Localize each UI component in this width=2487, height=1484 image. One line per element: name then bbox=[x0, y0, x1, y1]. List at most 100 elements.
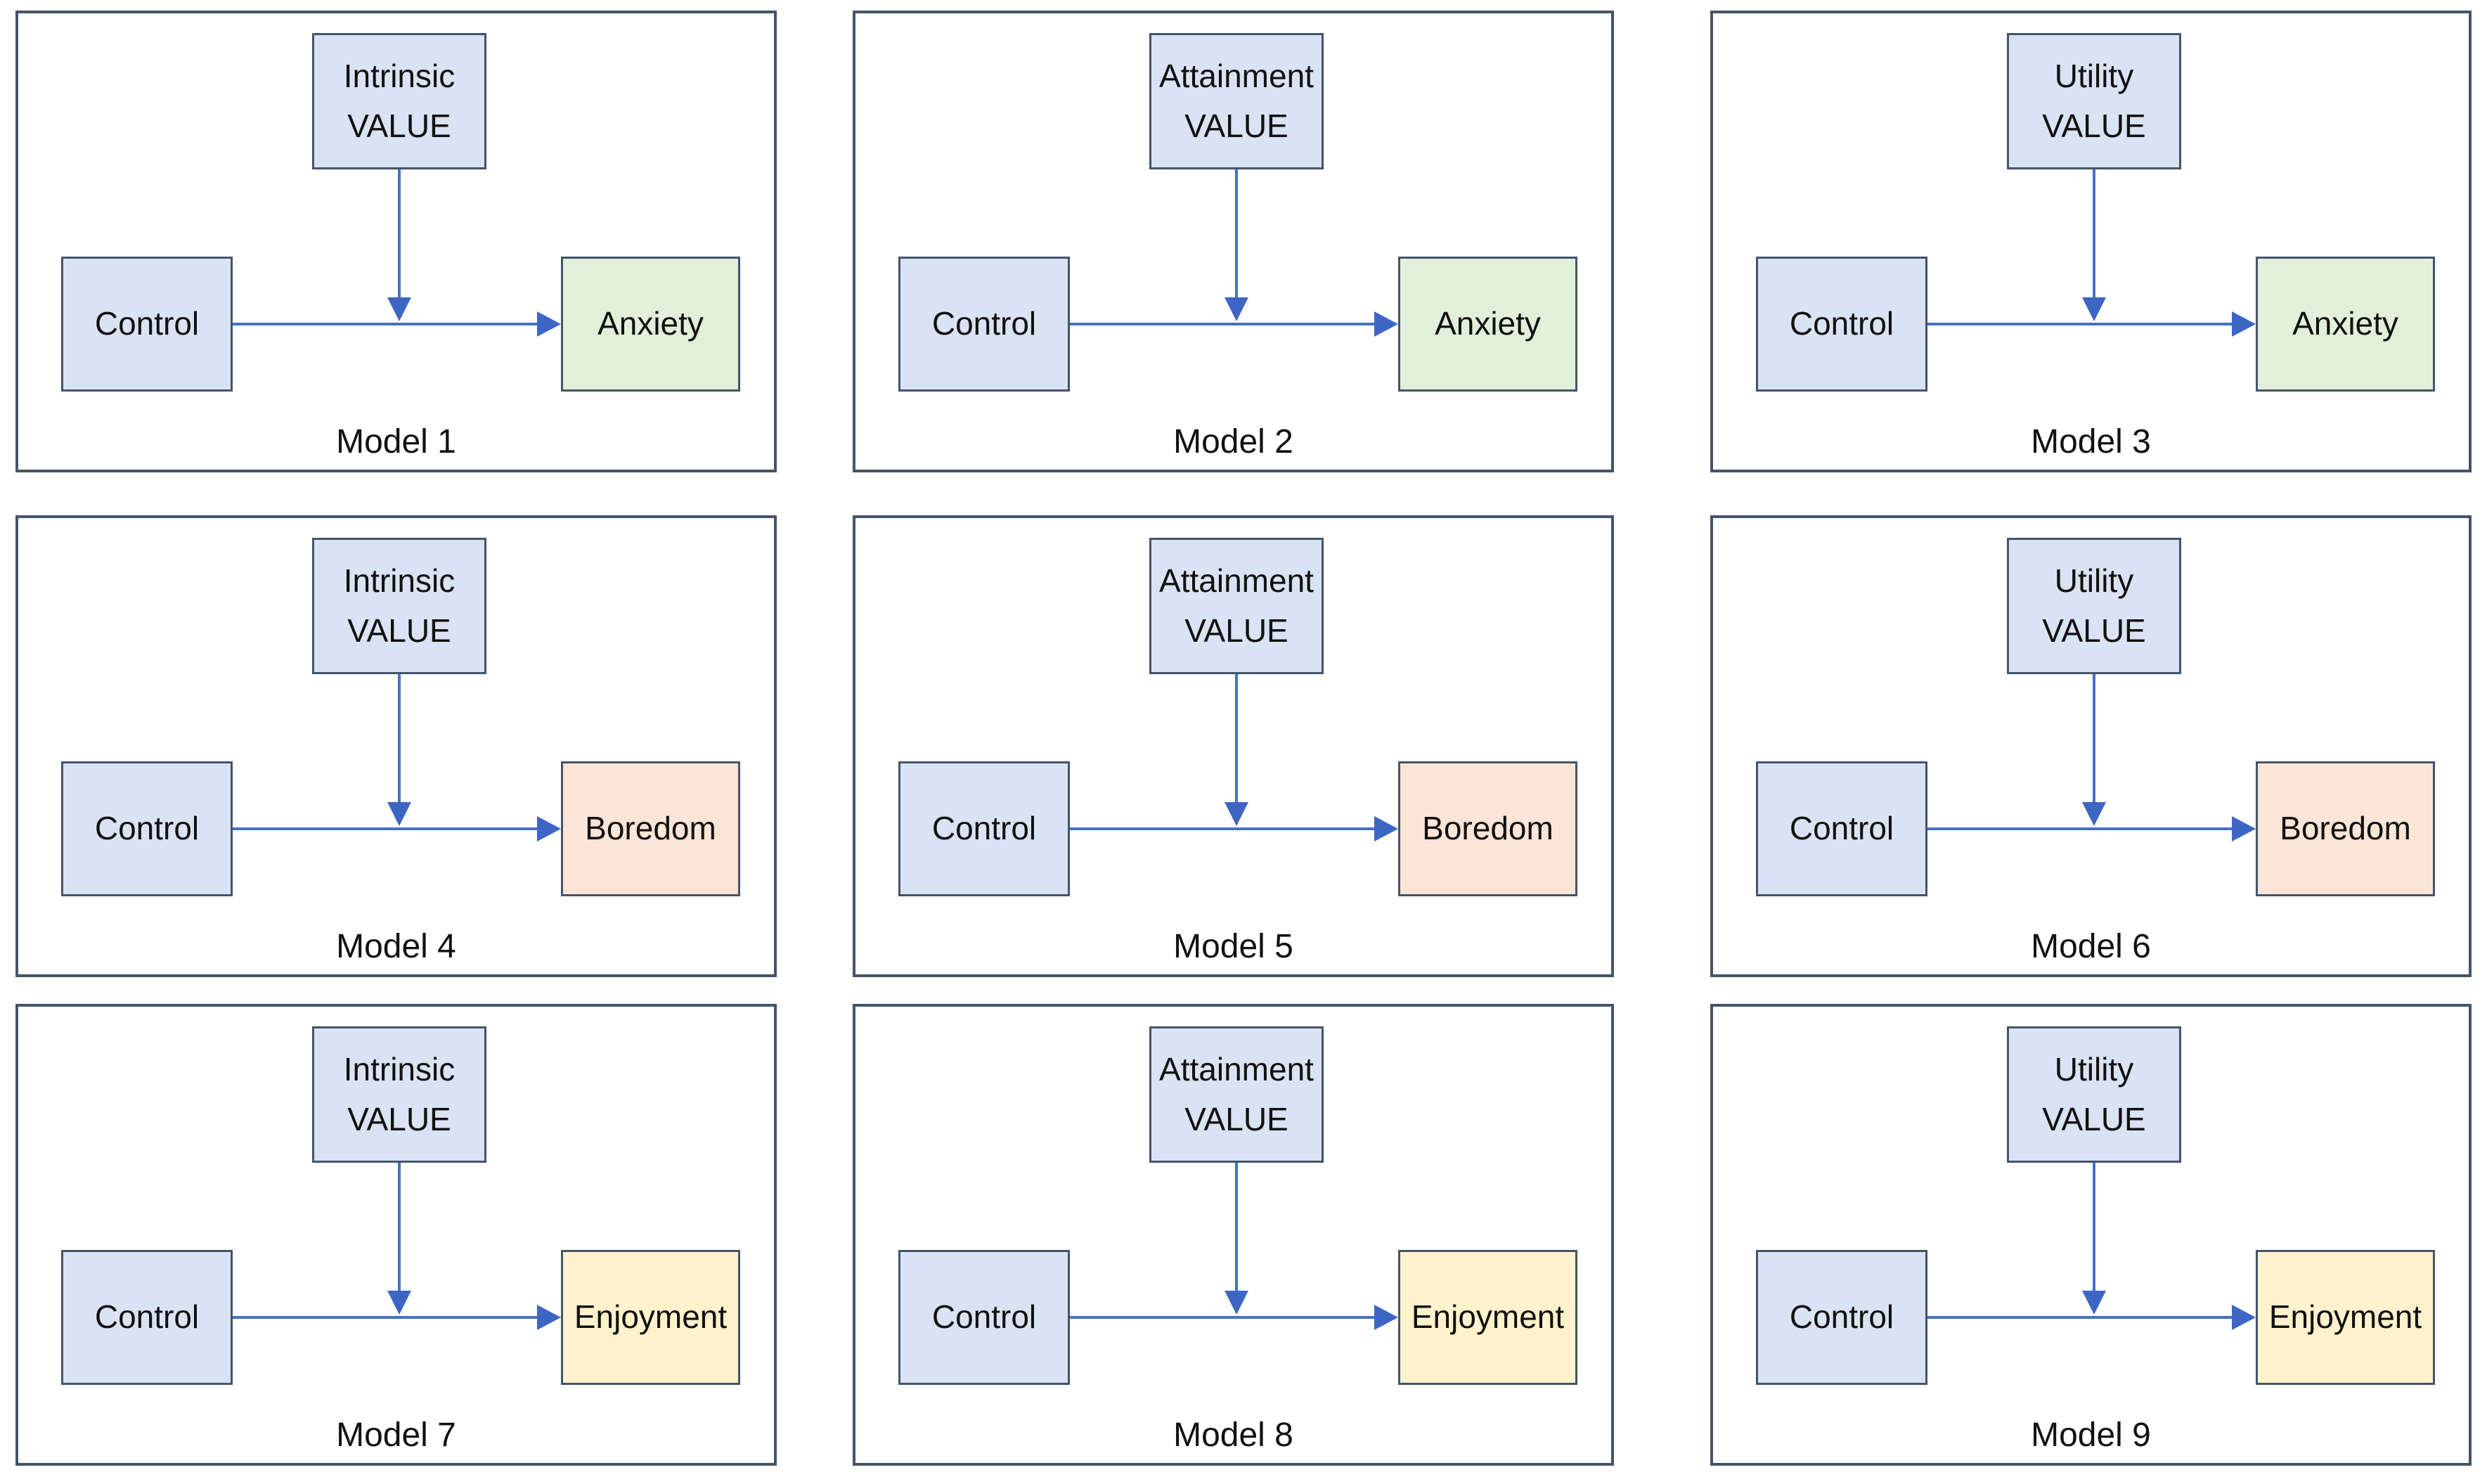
effect-arrowhead-icon bbox=[537, 1305, 561, 1330]
effect-arrow-line bbox=[1070, 323, 1374, 325]
outcome-box: Anxiety bbox=[561, 257, 740, 392]
predictor-label: Control bbox=[94, 1298, 200, 1336]
model-caption: Model 7 bbox=[336, 1417, 456, 1454]
model-3-panel: Utility VALUE Control Anxiety Model 3 bbox=[1710, 11, 2472, 472]
moderator-box: Utility VALUE bbox=[2007, 538, 2181, 674]
outcome-label: Boredom bbox=[2280, 810, 2411, 847]
outcome-label: Anxiety bbox=[2292, 305, 2398, 342]
moderator-label-line1: Intrinsic bbox=[343, 57, 456, 94]
moderation-arrowhead-icon bbox=[1225, 297, 1248, 321]
model-caption: Model 2 bbox=[1173, 423, 1293, 460]
predictor-label: Control bbox=[1789, 810, 1894, 847]
moderation-arrow-line bbox=[398, 169, 401, 297]
effect-arrowhead-icon bbox=[537, 311, 561, 337]
effect-arrowhead-icon bbox=[1374, 1305, 1398, 1330]
predictor-label: Control bbox=[1789, 305, 1894, 342]
moderator-label-line1: Attainment bbox=[1159, 1050, 1314, 1088]
moderation-arrowhead-icon bbox=[1225, 1291, 1248, 1315]
effect-arrow-line bbox=[233, 827, 537, 830]
moderator-label-line2: VALUE bbox=[2042, 612, 2146, 649]
moderator-box: Intrinsic VALUE bbox=[312, 538, 486, 674]
moderator-box: Intrinsic VALUE bbox=[312, 33, 486, 169]
effect-arrowhead-icon bbox=[537, 816, 561, 841]
moderator-label-line2: VALUE bbox=[347, 612, 451, 649]
model-4-panel: Intrinsic VALUE Control Boredom Model 4 bbox=[15, 515, 777, 977]
moderation-arrow-line bbox=[2093, 1163, 2095, 1291]
moderator-label-line1: Attainment bbox=[1159, 57, 1314, 94]
model-caption: Model 6 bbox=[2031, 928, 2151, 965]
outcome-box: Boredom bbox=[2256, 761, 2435, 896]
outcome-box: Enjoyment bbox=[2256, 1250, 2435, 1385]
effect-arrow-line bbox=[1070, 827, 1374, 830]
outcome-label: Boredom bbox=[1422, 810, 1553, 847]
predictor-box: Control bbox=[898, 257, 1070, 392]
effect-arrowhead-icon bbox=[2232, 816, 2256, 841]
model-7-panel: Intrinsic VALUE Control Enjoyment Model … bbox=[15, 1004, 777, 1466]
predictor-label: Control bbox=[94, 305, 200, 342]
moderation-arrow-line bbox=[1235, 1163, 1238, 1291]
moderator-label-line2: VALUE bbox=[2042, 1101, 2146, 1137]
moderation-arrow-line bbox=[2093, 674, 2095, 802]
moderation-arrowhead-icon bbox=[1225, 802, 1248, 826]
effect-arrow-line bbox=[1927, 1316, 2232, 1319]
effect-arrow-line bbox=[1070, 1316, 1374, 1319]
model-1-panel: Intrinsic VALUE Control Anxiety Model 1 bbox=[15, 11, 777, 472]
moderation-arrow-line bbox=[1235, 169, 1238, 297]
predictor-label: Control bbox=[1789, 1298, 1894, 1336]
outcome-box: Enjoyment bbox=[1398, 1250, 1577, 1385]
moderator-label-line2: VALUE bbox=[1184, 1101, 1288, 1137]
outcome-box: Anxiety bbox=[1398, 257, 1577, 392]
predictor-box: Control bbox=[61, 257, 233, 392]
moderator-label-line1: Utility bbox=[2054, 562, 2134, 599]
moderator-label-line1: Utility bbox=[2054, 1050, 2134, 1088]
moderation-arrowhead-icon bbox=[387, 1291, 411, 1315]
moderator-label-line2: VALUE bbox=[1184, 108, 1288, 144]
effect-arrow-line bbox=[1927, 323, 2232, 325]
outcome-label: Anxiety bbox=[597, 305, 704, 342]
effect-arrowhead-icon bbox=[1374, 311, 1398, 337]
model-caption: Model 4 bbox=[336, 928, 456, 965]
moderator-label-line1: Attainment bbox=[1159, 562, 1314, 599]
moderation-arrow-line bbox=[2093, 169, 2095, 297]
moderator-label-line1: Utility bbox=[2054, 57, 2134, 94]
moderator-box: Utility VALUE bbox=[2007, 1026, 2181, 1163]
effect-arrowhead-icon bbox=[1374, 816, 1398, 841]
model-6-panel: Utility VALUE Control Boredom Model 6 bbox=[1710, 515, 2472, 977]
moderator-box: Attainment VALUE bbox=[1149, 538, 1324, 674]
predictor-label: Control bbox=[94, 810, 200, 847]
predictor-box: Control bbox=[61, 761, 233, 896]
moderator-label-line2: VALUE bbox=[1184, 612, 1288, 649]
model-caption: Model 3 bbox=[2031, 423, 2151, 460]
predictor-label: Control bbox=[931, 1298, 1037, 1336]
model-9-panel: Utility VALUE Control Enjoyment Model 9 bbox=[1710, 1004, 2472, 1466]
predictor-box: Control bbox=[1756, 1250, 1927, 1385]
outcome-label: Anxiety bbox=[1435, 305, 1541, 342]
effect-arrow-line bbox=[233, 1316, 537, 1319]
moderator-box: Utility VALUE bbox=[2007, 33, 2181, 169]
model-caption: Model 9 bbox=[2031, 1417, 2151, 1454]
model-5-panel: Attainment VALUE Control Boredom Model 5 bbox=[853, 515, 1614, 977]
moderator-label-line2: VALUE bbox=[347, 108, 451, 144]
model-caption: Model 5 bbox=[1173, 928, 1293, 965]
moderation-arrow-line bbox=[398, 674, 401, 802]
outcome-label: Enjoyment bbox=[2268, 1298, 2422, 1336]
outcome-box: Boredom bbox=[1398, 761, 1577, 896]
moderator-box: Attainment VALUE bbox=[1149, 1026, 1324, 1163]
effect-arrowhead-icon bbox=[2232, 1305, 2256, 1330]
moderation-arrowhead-icon bbox=[387, 297, 411, 321]
outcome-label: Enjoyment bbox=[1411, 1298, 1565, 1336]
predictor-label: Control bbox=[931, 305, 1037, 342]
effect-arrowhead-icon bbox=[2232, 311, 2256, 337]
moderator-label-line1: Intrinsic bbox=[343, 562, 456, 599]
model-caption: Model 8 bbox=[1173, 1417, 1293, 1454]
outcome-label: Enjoyment bbox=[574, 1298, 728, 1336]
moderation-arrow-line bbox=[398, 1163, 401, 1291]
outcome-box: Boredom bbox=[561, 761, 740, 896]
model-2-panel: Attainment VALUE Control Anxiety Model 2 bbox=[853, 11, 1614, 472]
model-8-panel: Attainment VALUE Control Enjoyment Model… bbox=[853, 1004, 1614, 1466]
predictor-label: Control bbox=[931, 810, 1037, 847]
predictor-box: Control bbox=[1756, 761, 1927, 896]
outcome-label: Boredom bbox=[585, 810, 716, 847]
moderator-label-line2: VALUE bbox=[347, 1101, 451, 1137]
predictor-box: Control bbox=[1756, 257, 1927, 392]
